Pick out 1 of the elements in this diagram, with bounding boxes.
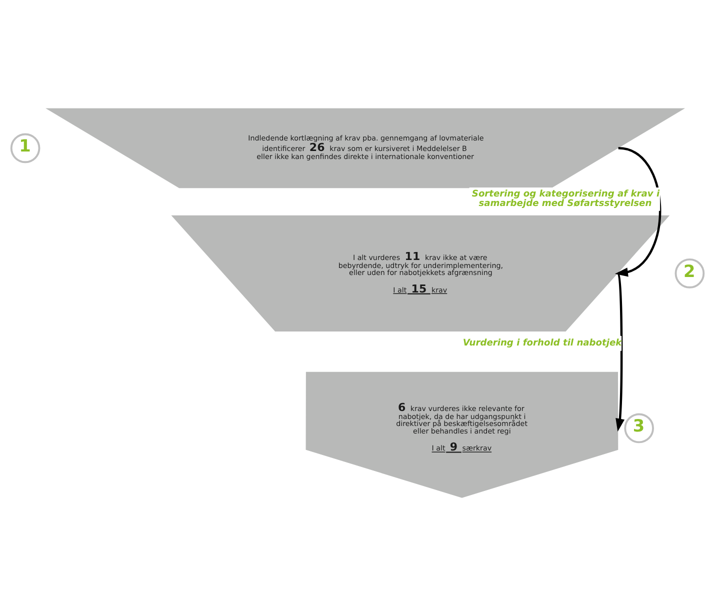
edge-label: Sortering og kategorisering af krav i samarbejde med Søfartsstyrelsen — [472, 189, 660, 208]
